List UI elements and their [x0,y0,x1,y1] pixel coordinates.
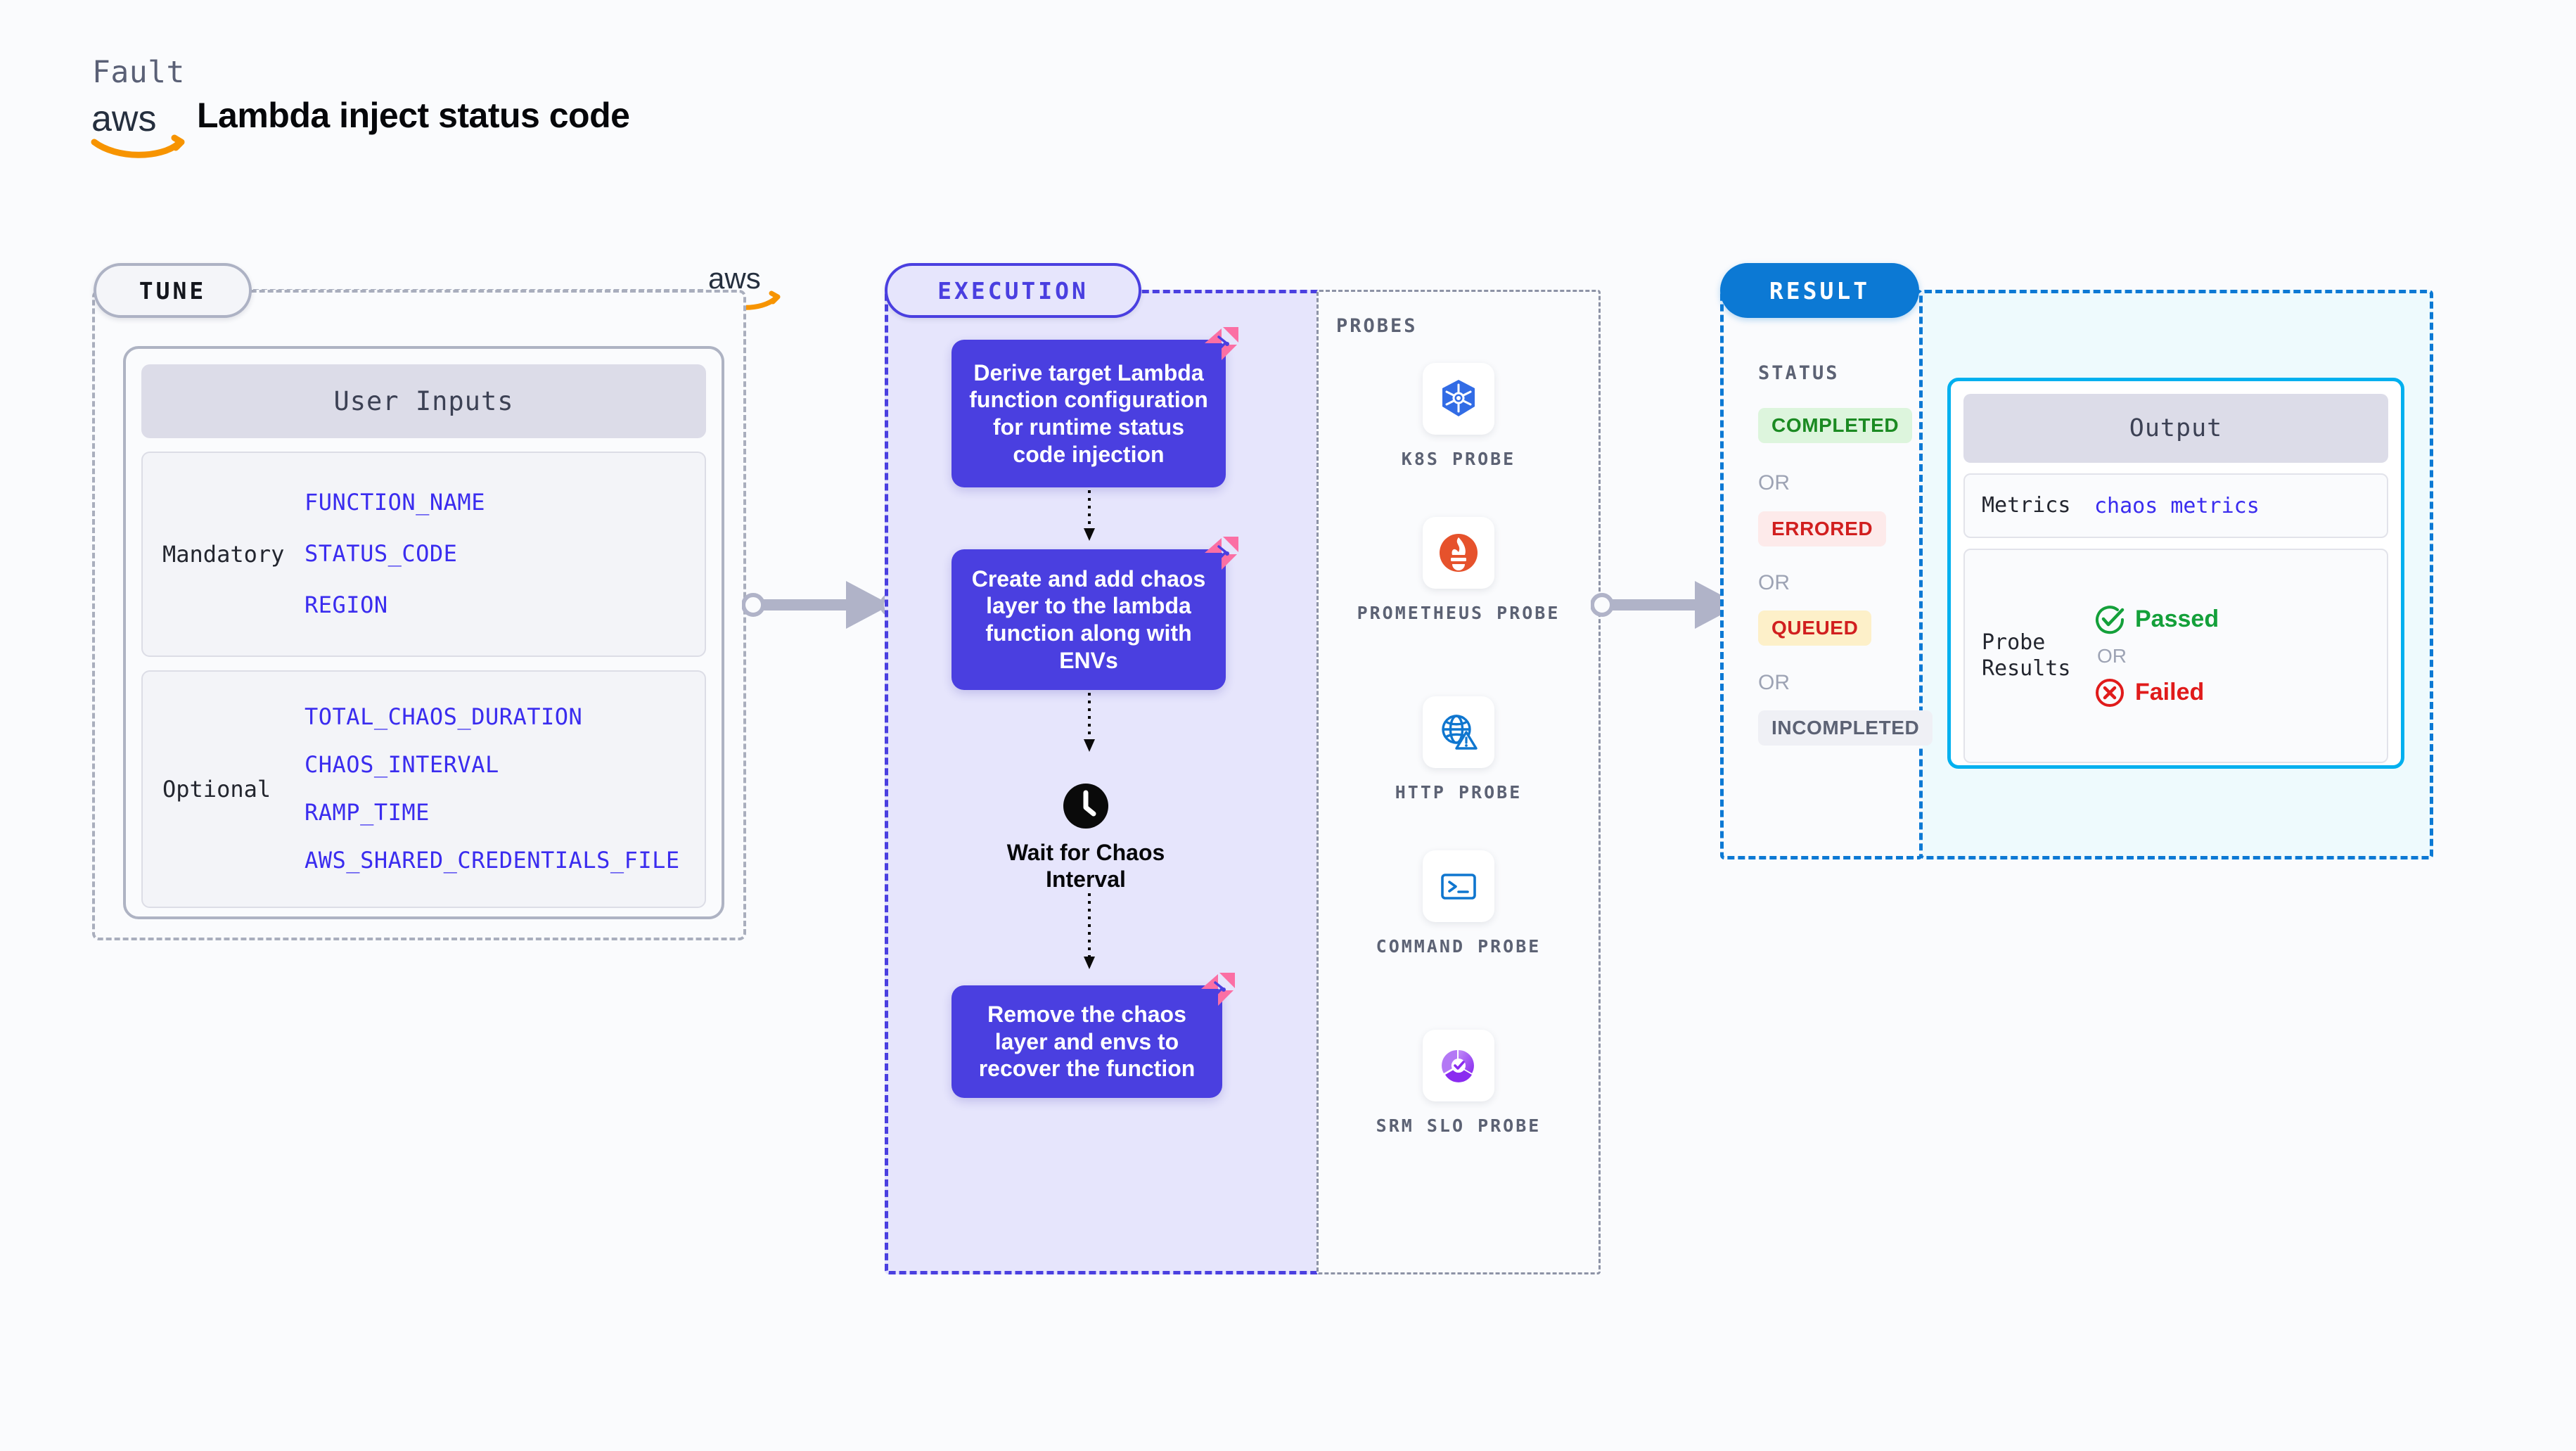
probe-tile [1423,850,1494,922]
input-var: AWS_SHARED_CREDENTIALS_FILE [305,846,680,874]
status-badge: QUEUED [1758,611,1872,646]
tune-badge[interactable]: TUNE [94,263,252,318]
status-badge: ERRORED [1758,511,1887,546]
probe-item-http[interactable]: HTTP PROBE [1357,696,1561,805]
execution-step-text: Create and add chaos layer to the lambda… [971,565,1206,673]
execution-step-box[interactable]: Remove the chaos layer and envs to recov… [951,973,1235,1098]
mandatory-label: Mandatory [162,541,285,568]
output-title: Output [1963,394,2388,463]
probe-results-label: Probe Results [1982,629,2071,681]
wait-node-label: Wait for Chaos Interval [1006,840,1165,892]
mandatory-group: Mandatory FUNCTION_NAME STATUS_CODE REGI… [141,452,706,657]
page-title: Lambda inject status code [197,96,630,135]
flow-arrow-down [1084,490,1095,541]
svg-text:aws: aws [91,98,156,139]
probe-tile [1423,363,1494,435]
probe-label: PROMETHEUS PROBE [1357,603,1561,623]
output-card: Output Metrics chaos metrics Probe Resul… [1947,378,2404,769]
flow-arrow-down [1084,893,1095,969]
status-or: OR [1758,471,1790,494]
clock-icon [1063,784,1108,829]
chaos-flag-icon [1205,327,1238,360]
status-or: OR [1758,571,1790,594]
probes-zone [1316,290,1601,1274]
probe-item-command[interactable]: COMMAND PROBE [1357,850,1561,959]
probe-label: SRM SLO PROBE [1376,1116,1542,1136]
optional-group: Optional TOTAL_CHAOS_DURATION CHAOS_INTE… [141,670,706,908]
probe-result-failed: Failed [2094,677,2219,708]
user-inputs-title: User Inputs [141,364,706,438]
result-badge[interactable]: RESULT [1720,263,1919,318]
aws-logo: aws [91,98,185,158]
optional-label: Optional [162,776,271,803]
probe-item-prometheus[interactable]: PROMETHEUS PROBE [1357,517,1561,625]
wait-node: Wait for Chaos Interval [973,782,1198,893]
input-var: RAMP_TIME [305,799,430,826]
http-globe-icon [1442,715,1478,750]
prometheus-icon [1440,534,1478,572]
passed-label: Passed [2135,606,2219,632]
metrics-value: chaos metrics [2094,493,2260,518]
status-title: STATUS [1758,362,1840,384]
execution-badge[interactable]: EXECUTION [885,263,1141,318]
probe-tile [1423,517,1494,589]
probe-item-srm-slo[interactable]: SRM SLO PROBE [1357,1030,1561,1138]
probe-result-passed: Passed [2094,604,2219,635]
result-status-zone [1720,290,1923,859]
input-var: FUNCTION_NAME [305,489,485,516]
output-probe-results-row: Probe Results Passed OR Failed [1963,549,2388,763]
probe-tile [1423,1030,1494,1101]
probe-item-k8s[interactable]: K8S PROBE [1357,363,1561,471]
probe-label: HTTP PROBE [1395,782,1523,803]
input-var: CHAOS_INTERVAL [305,751,499,779]
status-badge: COMPLETED [1758,408,1913,443]
chaos-flag-icon [1201,973,1235,1006]
chaos-flag-icon [1205,537,1238,570]
svg-text:aws: aws [708,262,761,295]
probe-label: K8S PROBE [1401,449,1516,469]
execution-step-text: Remove the chaos layer and envs to recov… [978,1001,1196,1082]
metrics-label: Metrics [1982,492,2071,518]
user-inputs-card: User Inputs Mandatory FUNCTION_NAME STAT… [123,346,724,919]
output-metrics-row: Metrics chaos metrics [1963,473,2388,538]
probe-label: COMMAND PROBE [1376,936,1542,957]
srm-slo-icon [1442,1050,1474,1082]
input-var: STATUS_CODE [305,540,458,568]
page-kicker: Fault [92,55,185,90]
flow-arrow-down [1084,693,1095,752]
execution-step-text: Derive target Lambda function configurat… [969,359,1208,467]
status-badge: INCOMPLETED [1758,710,1933,746]
terminal-icon [1441,874,1476,900]
kubernetes-icon [1442,380,1475,416]
probe-result-or: OR [2097,644,2127,667]
failed-label: Failed [2135,679,2205,705]
check-circle-icon [2096,605,2125,634]
input-var: REGION [305,591,388,618]
connector-tune-to-execution [742,581,904,629]
status-or: OR [1758,671,1790,694]
probes-title: PROBES [1336,315,1418,337]
execution-step-box[interactable]: Create and add chaos layer to the lambda… [951,537,1238,690]
execution-step-box[interactable]: Derive target Lambda function configurat… [951,327,1238,487]
x-circle-icon [2096,678,2124,707]
input-var: TOTAL_CHAOS_DURATION [305,703,583,731]
probe-tile [1423,696,1494,768]
